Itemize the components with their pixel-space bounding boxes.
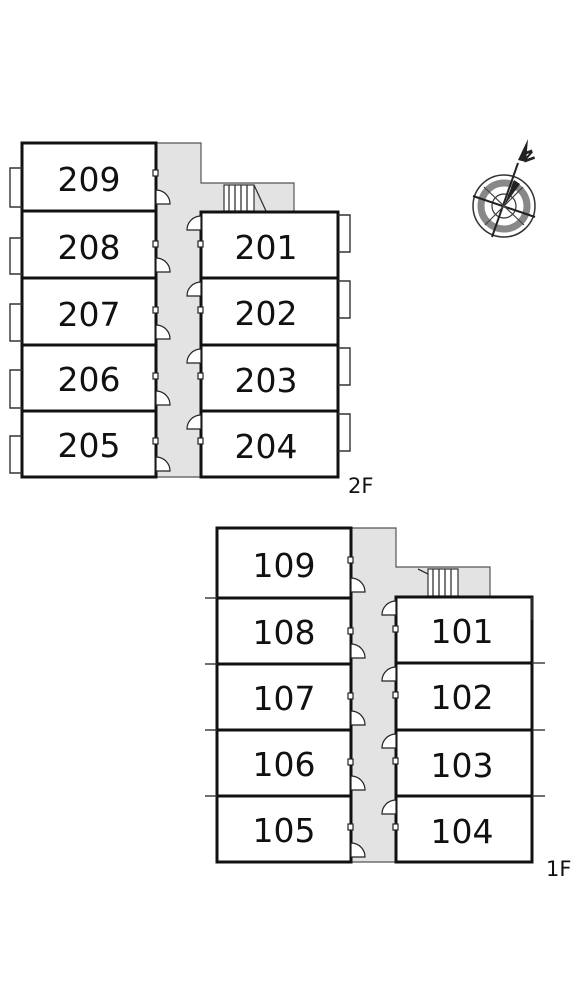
- compass-rose-icon: N: [472, 139, 538, 238]
- room-2f-left-4: 206: [20, 343, 158, 413]
- room-2f-left-3: 207: [20, 276, 158, 347]
- room-2f-right-4: 204: [199, 409, 340, 479]
- room-number: 206: [58, 360, 121, 399]
- room-2f-left-1: 209: [20, 141, 158, 213]
- room-1f-left-4: 106: [215, 728, 353, 798]
- room-number: 102: [431, 678, 494, 717]
- room-number: 203: [235, 361, 298, 400]
- floor-label-2f: 2F: [348, 474, 373, 498]
- room-number: 207: [58, 295, 121, 334]
- room-1f-left-2: 108: [215, 596, 353, 666]
- room-number: 204: [235, 427, 298, 466]
- room-1f-right-2: 102: [394, 661, 534, 732]
- doors-1f: [347, 556, 399, 858]
- balcony-1f-right: [531, 597, 545, 797]
- balcony-1f-left: [205, 597, 217, 797]
- room-number: 103: [431, 746, 494, 785]
- room-number: 109: [253, 546, 316, 585]
- doors-2f: [152, 169, 204, 472]
- room-number: 108: [253, 613, 316, 652]
- floor-1f: 109 108 107 106 105 101: [205, 526, 571, 881]
- room-1f-right-1: 101: [394, 595, 534, 665]
- room-1f-left-3: 107: [215, 662, 353, 732]
- room-number: 106: [253, 745, 316, 784]
- room-number: 104: [431, 812, 494, 851]
- room-2f-right-3: 203: [199, 343, 340, 413]
- balcony-2f-right: [338, 214, 351, 452]
- room-number: 208: [58, 228, 121, 267]
- room-number: 209: [58, 160, 121, 199]
- room-number: 205: [58, 426, 121, 465]
- balcony-2f-left: [9, 167, 22, 474]
- room-number: 201: [235, 228, 298, 267]
- room-2f-left-2: 208: [20, 209, 158, 280]
- room-number: 101: [431, 612, 494, 651]
- room-1f-left-5: 105: [215, 794, 353, 864]
- room-number: 202: [235, 294, 298, 333]
- room-1f-right-3: 103: [394, 728, 534, 798]
- room-number: 107: [253, 679, 316, 718]
- stair-2f: [223, 184, 267, 212]
- room-2f-right-2: 202: [199, 276, 340, 347]
- floor-label-1f: 1F: [546, 857, 571, 881]
- room-1f-left-1: 109: [215, 526, 353, 600]
- floor-2f: 209 208 207 206 205 201: [9, 141, 373, 498]
- room-2f-left-5: 205: [20, 409, 158, 479]
- room-number: 105: [253, 811, 316, 850]
- north-label: N: [517, 147, 538, 165]
- room-2f-right-1: 201: [199, 210, 340, 280]
- room-1f-right-4: 104: [394, 794, 534, 864]
